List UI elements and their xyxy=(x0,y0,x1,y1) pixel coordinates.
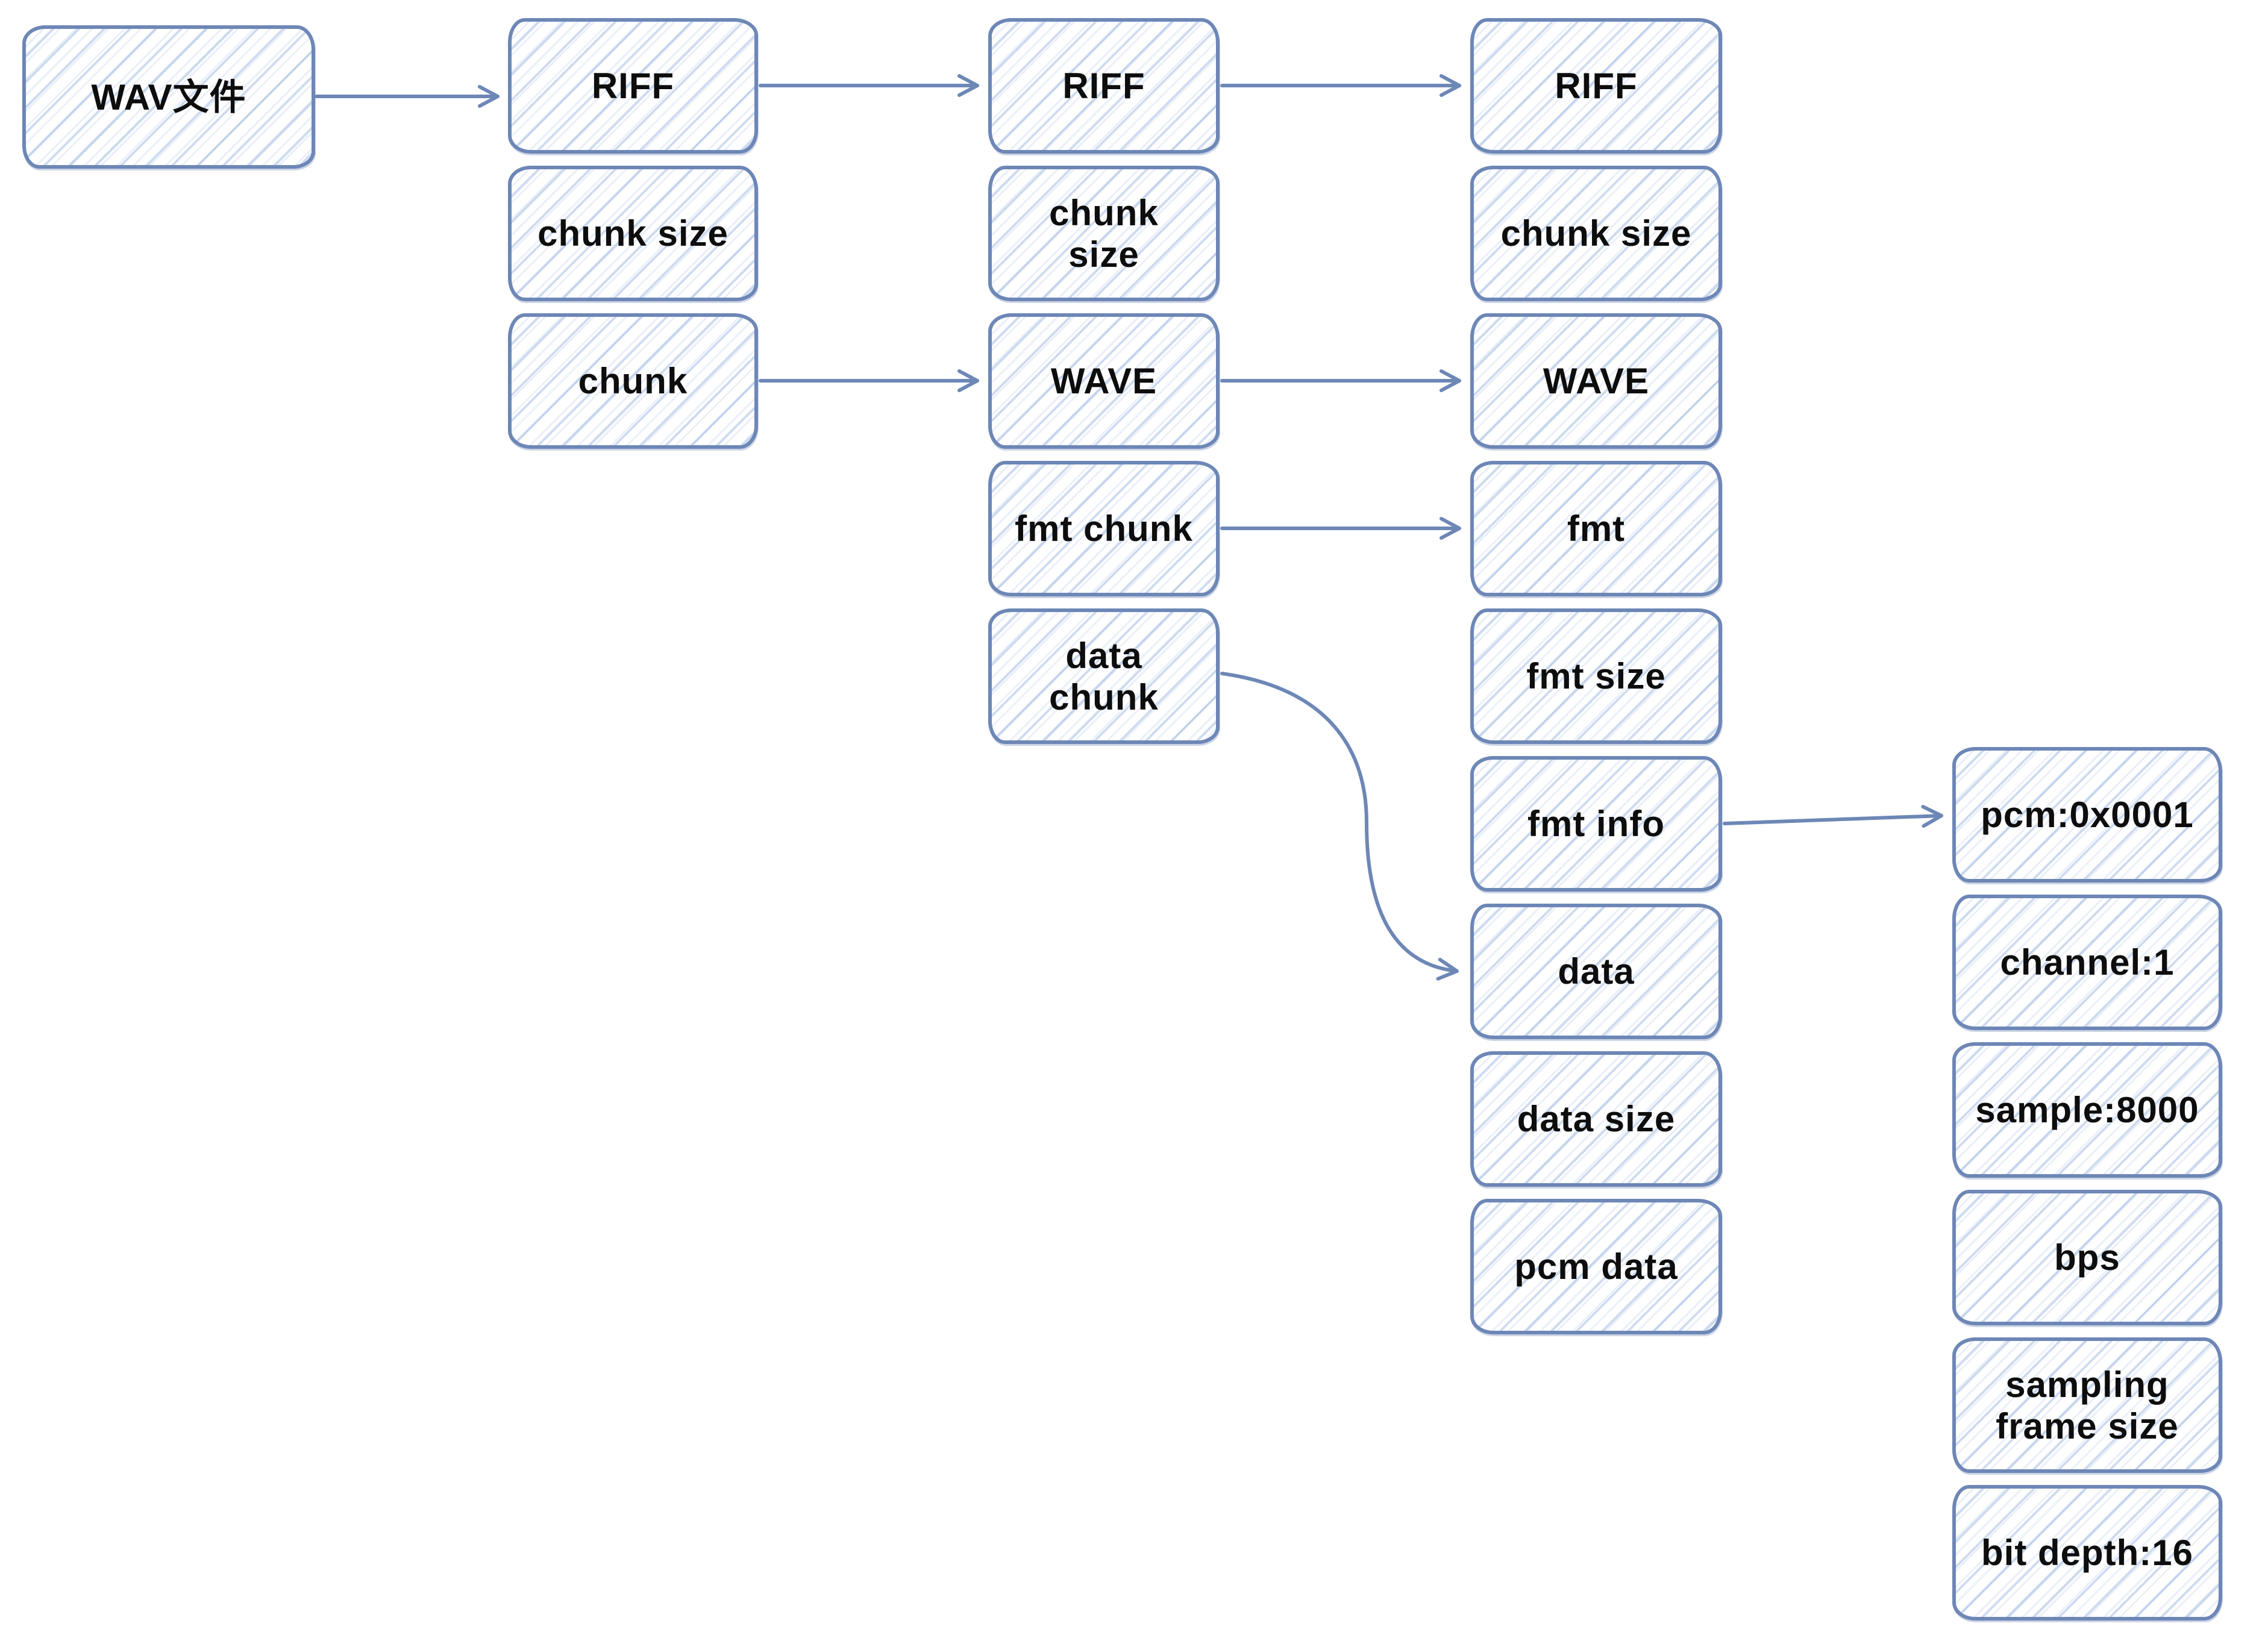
box-fmt: fmt xyxy=(1470,461,1722,596)
box-label-wav-file: WAV文件 xyxy=(91,77,246,117)
box-riff-2: RIFF xyxy=(988,18,1220,154)
box-label-fmt: fmt xyxy=(1567,508,1626,549)
box-chunk-size-1: chunk size xyxy=(508,166,758,301)
box-label-pcm-0x0001: pcm:0x0001 xyxy=(1981,795,2194,835)
box-label-sample-8000: sample:8000 xyxy=(1975,1090,2199,1130)
box-label-wave-1: WAVE xyxy=(1050,361,1157,401)
box-label-sampling-frame-size: sampling frame size xyxy=(1996,1364,2179,1446)
box-riff-3: RIFF xyxy=(1470,18,1722,154)
box-label-channel-1: channel:1 xyxy=(2000,942,2175,983)
box-label-data-size: data size xyxy=(1517,1099,1676,1139)
box-label-fmt-info: fmt info xyxy=(1527,804,1665,844)
box-pcm-0x0001: pcm:0x0001 xyxy=(1952,747,2222,883)
box-label-chunk-size-2: chunk size xyxy=(1049,192,1159,275)
box-label-riff-3: RIFF xyxy=(1555,66,1638,106)
box-label-data: data xyxy=(1558,951,1635,992)
box-bit-depth-16: bit depth:16 xyxy=(1952,1485,2222,1621)
box-label-bps: bps xyxy=(2054,1237,2120,1278)
arrow-fmt-info-to-pcm-0x0001 xyxy=(1723,805,1943,828)
box-pcm-data: pcm data xyxy=(1470,1199,1722,1334)
box-sampling-frame-size: sampling frame size xyxy=(1952,1337,2222,1473)
box-data: data xyxy=(1470,904,1722,1039)
box-sample-8000: sample:8000 xyxy=(1952,1042,2222,1178)
box-fmt-info: fmt info xyxy=(1470,756,1722,892)
box-label-bit-depth-16: bit depth:16 xyxy=(1981,1533,2193,1573)
box-label-pcm-data: pcm data xyxy=(1514,1246,1678,1287)
box-fmt-chunk: fmt chunk xyxy=(988,461,1220,596)
box-wave-2: WAVE xyxy=(1470,313,1722,449)
box-data-size: data size xyxy=(1470,1051,1722,1187)
box-label-wave-2: WAVE xyxy=(1543,361,1650,401)
box-label-chunk-size-3: chunk size xyxy=(1500,213,1692,254)
box-wav-file: WAV文件 xyxy=(22,25,315,169)
box-chunk: chunk xyxy=(508,313,758,449)
box-label-riff-2: RIFF xyxy=(1062,66,1145,106)
box-chunk-size-2: chunk size xyxy=(988,166,1220,301)
box-fmt-size: fmt size xyxy=(1470,608,1722,744)
box-chunk-size-3: chunk size xyxy=(1470,166,1722,301)
box-channel-1: channel:1 xyxy=(1952,895,2222,1030)
box-riff-1: RIFF xyxy=(508,18,758,154)
arrow-data-chunk-to-data xyxy=(1220,672,1459,981)
box-label-fmt-chunk: fmt chunk xyxy=(1015,508,1193,549)
box-label-fmt-size: fmt size xyxy=(1526,656,1666,696)
box-label-riff-1: RIFF xyxy=(591,66,675,106)
box-bps: bps xyxy=(1952,1190,2222,1325)
box-data-chunk: data chunk xyxy=(988,608,1220,744)
box-label-chunk-size-1: chunk size xyxy=(537,213,728,254)
box-label-data-chunk: data chunk xyxy=(1049,635,1159,717)
box-wave-1: WAVE xyxy=(988,313,1220,449)
box-label-chunk: chunk xyxy=(578,361,688,401)
